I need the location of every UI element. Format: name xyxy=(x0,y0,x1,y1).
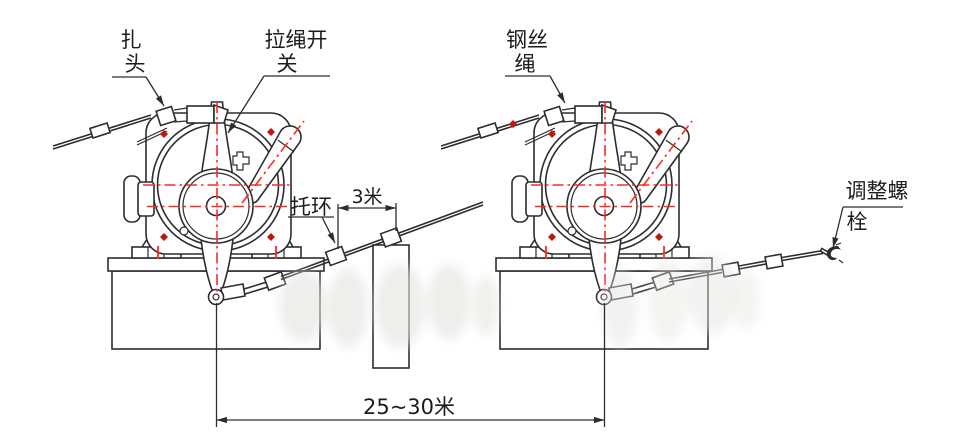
dimension-ring-spacing: 3米 xyxy=(337,186,397,249)
label-pull-rope-switch-line2: 关 xyxy=(277,52,298,76)
dimension-text-ring-spacing: 3米 xyxy=(351,186,382,208)
label-adjusting-bolt-line2: 栓 xyxy=(847,210,868,234)
label-clamp-line1: 扎 xyxy=(121,28,142,52)
callout-wire-rope: 钢丝 绳 xyxy=(505,28,566,104)
support-ring-1 xyxy=(324,245,348,267)
label-pull-rope-switch-line1: 拉绳开 xyxy=(265,28,328,52)
label-support-ring: 托环 xyxy=(290,195,332,219)
leader-line xyxy=(832,206,844,249)
watermark xyxy=(279,254,760,348)
adjusting-bolt xyxy=(819,242,844,264)
label-clamp-line2: 头 xyxy=(125,52,146,76)
rope-mark-dot xyxy=(509,120,517,128)
dimension-text-switch-spacing: 25~30米 xyxy=(363,395,455,419)
leader-line xyxy=(549,75,566,104)
support-ring-2 xyxy=(379,226,403,249)
leader-line xyxy=(145,76,165,107)
callout-support-ring: 托环 xyxy=(288,195,336,244)
turnbuckle xyxy=(764,253,784,270)
lower-wire-rope-left xyxy=(280,201,484,281)
callout-pull-rope-switch: 拉绳开 关 xyxy=(227,28,330,134)
callout-adjusting-bolt: 调整螺 栓 xyxy=(832,179,909,249)
callout-clamp: 扎 头 xyxy=(112,28,165,107)
leader-line xyxy=(321,216,336,244)
label-wire-rope-line2: 绳 xyxy=(515,52,536,76)
leader-line xyxy=(227,75,265,134)
label-wire-rope-line1: 钢丝 xyxy=(506,28,548,52)
dimension-switch-spacing: 25~30米 xyxy=(215,303,606,427)
label-adjusting-bolt-line1: 调整螺 xyxy=(846,179,909,203)
